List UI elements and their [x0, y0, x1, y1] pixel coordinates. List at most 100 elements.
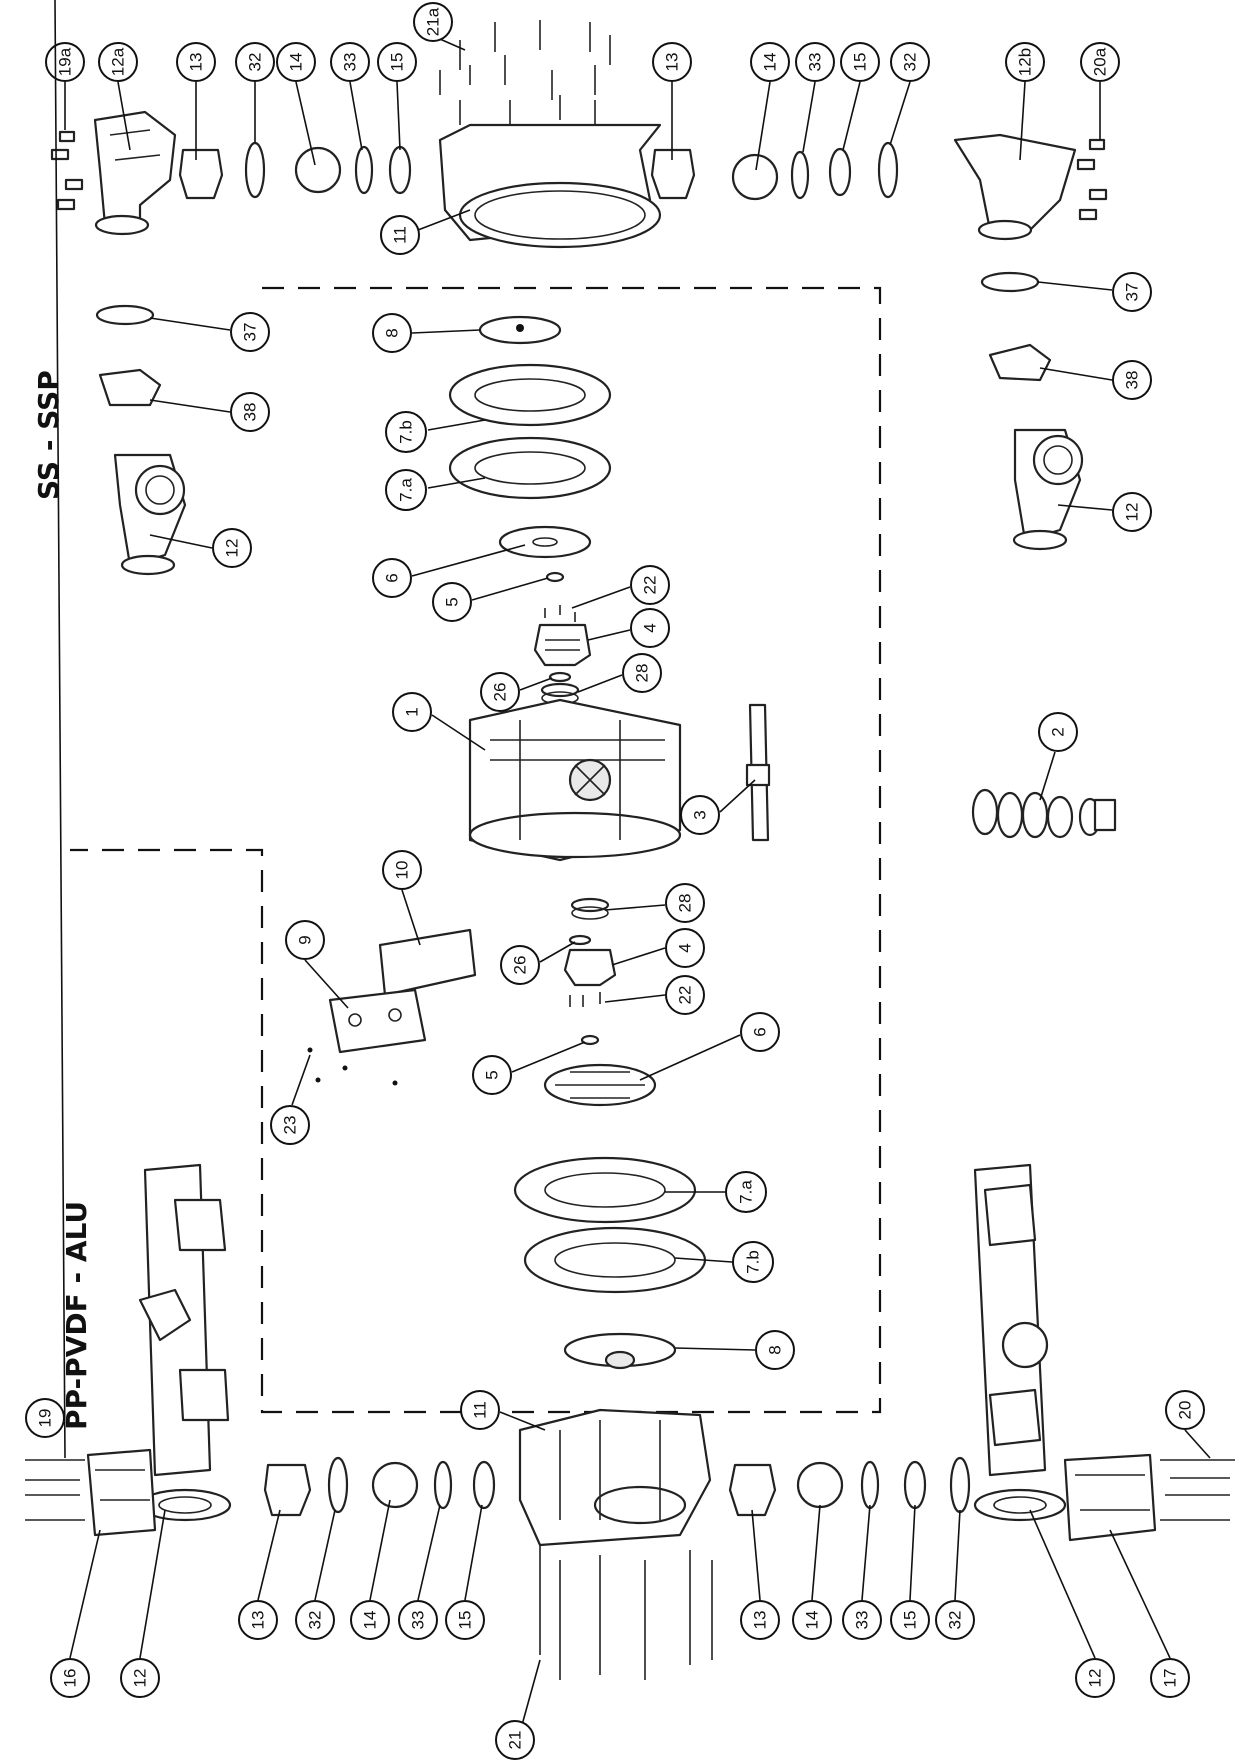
callout-6-bottom: 6 — [740, 1012, 780, 1052]
leader-line — [314, 1509, 336, 1601]
part-7a-diaphragm-bottom — [513, 1156, 697, 1224]
callout-32-bottom-right: 32 — [935, 1600, 975, 1640]
callout-label: 37 — [1123, 283, 1142, 302]
callout-37-right: 37 — [1112, 272, 1152, 312]
leader-line — [427, 477, 486, 489]
leader-line — [54, 0, 66, 1459]
part-13-valve-cage-bottom-right — [728, 1463, 777, 1517]
callout-label: 15 — [456, 1611, 475, 1630]
callout-4-top: 4 — [630, 608, 670, 648]
part-6-plate-top — [498, 525, 592, 559]
callout-label: 26 — [491, 683, 510, 702]
leader-line — [431, 714, 486, 751]
part-38-clamp-right — [988, 343, 1052, 382]
leader-line — [411, 544, 526, 577]
part-11-manifold-top — [438, 123, 662, 249]
part-12a-manifold — [93, 110, 177, 236]
callout-label: 17 — [1161, 1669, 1180, 1688]
part-4-guide-top — [533, 623, 592, 667]
leader-line — [674, 1257, 733, 1263]
callout-label: 4 — [641, 623, 660, 632]
part-37-clamp-ring-right — [980, 271, 1040, 293]
callout-28-top: 28 — [622, 653, 662, 693]
part-6-plate-bottom — [543, 1063, 657, 1107]
callout-label: 2 — [1049, 727, 1068, 736]
leader-line — [427, 419, 486, 431]
leader-line — [396, 81, 401, 151]
callout-12-bottom-right: 12 — [1075, 1658, 1115, 1698]
callout-label: 28 — [633, 664, 652, 683]
leader-line — [674, 1347, 756, 1351]
part-21-bolts — [539, 1545, 713, 1680]
part-15-seat-bottom-right — [903, 1460, 927, 1510]
leader-line — [1109, 1529, 1171, 1659]
callout-label: 6 — [383, 573, 402, 582]
part-13-valve-cage-right — [650, 148, 696, 200]
part-14-ball — [294, 146, 342, 194]
part-33-oring-bottom-left — [433, 1460, 453, 1510]
part-21a-bolts — [439, 20, 611, 125]
callout-7a-bottom: 7.a — [725, 1171, 767, 1213]
callout-label: 7.a — [397, 478, 416, 502]
callout-label: 38 — [241, 403, 260, 422]
part-2-spool — [971, 788, 1117, 839]
leader-line — [257, 1509, 281, 1601]
callout-11-bottom: 11 — [460, 1390, 500, 1430]
callout-15-right: 15 — [840, 42, 880, 82]
leader-line — [149, 534, 213, 549]
part-19a-bolts — [50, 130, 84, 211]
callout-8-bottom: 8 — [755, 1330, 795, 1370]
callout-1: 1 — [392, 692, 432, 732]
callout-20: 20 — [1165, 1390, 1205, 1430]
callout-label: 12 — [223, 539, 242, 558]
callout-label: 12 — [131, 1669, 150, 1688]
callout-15: 15 — [377, 42, 417, 82]
leader-line — [417, 209, 471, 231]
callout-16: 16 — [50, 1658, 90, 1698]
assembly-boundary-dashed — [70, 286, 882, 1414]
callout-4-bottom: 4 — [665, 928, 705, 968]
leader-line — [417, 1504, 441, 1601]
callout-label: 11 — [391, 226, 410, 244]
callout-label: 20a — [1091, 47, 1110, 76]
callout-13-bottom-left: 13 — [238, 1600, 278, 1640]
leader-line — [1029, 1509, 1096, 1659]
leader-line — [571, 586, 631, 609]
part-17-flange — [1063, 1453, 1157, 1542]
callout-14-right: 14 — [750, 42, 790, 82]
leader-line — [954, 1509, 961, 1601]
leader-line — [369, 1499, 391, 1601]
callout-17: 17 — [1150, 1658, 1190, 1698]
callout-32: 32 — [235, 42, 275, 82]
part-7b-diaphragm-top — [448, 363, 612, 427]
callout-label: 13 — [663, 53, 682, 72]
callout-12b: 12b — [1005, 42, 1045, 82]
part-33-oring-right — [790, 150, 810, 200]
callout-38-right: 38 — [1112, 360, 1152, 400]
callout-label: 12 — [1086, 1669, 1105, 1688]
part-14-ball-bottom-right — [796, 1461, 844, 1509]
leader-line — [349, 81, 363, 151]
part-12-manifold-right — [973, 1163, 1067, 1522]
callout-33-bottom-left: 33 — [398, 1600, 438, 1640]
callout-22-bottom: 22 — [665, 975, 705, 1015]
section-title-pp-pvdf-alu: PP-PVDF - ALU — [60, 1201, 93, 1430]
callout-label: 8 — [766, 1345, 785, 1354]
leader-line — [291, 1054, 311, 1106]
callout-label: 26 — [511, 956, 530, 975]
callout-label: 23 — [281, 1116, 300, 1135]
callout-label: 14 — [287, 53, 306, 72]
part-26-ring-top — [548, 671, 572, 683]
part-22-screws-bottom — [569, 992, 601, 1007]
leader-line — [909, 1504, 916, 1601]
part-33-oring — [354, 145, 374, 195]
callout-label: 15 — [388, 53, 407, 72]
callout-26-bottom: 26 — [500, 945, 540, 985]
callout-label: 3 — [691, 810, 710, 819]
part-20-bolts — [1160, 1459, 1235, 1521]
leader-line — [639, 1034, 741, 1081]
callout-label: 33 — [806, 53, 825, 72]
callout-label: 12a — [109, 47, 128, 76]
callout-label: 19 — [36, 1409, 55, 1428]
